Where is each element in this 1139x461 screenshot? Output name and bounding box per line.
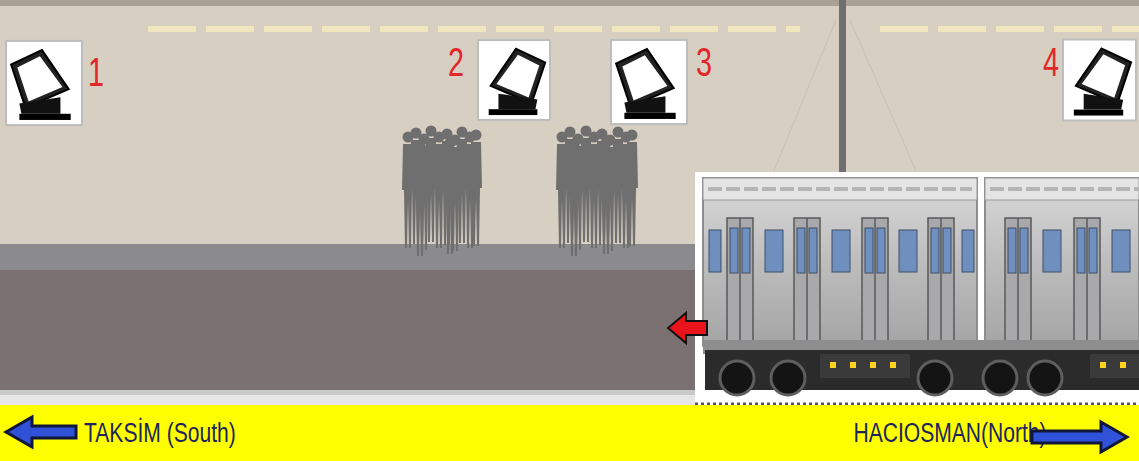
pillar-line bbox=[850, 20, 920, 180]
callout-number: 4 bbox=[1043, 40, 1059, 84]
camera-icon bbox=[478, 40, 550, 120]
direction-label: TAKSİM (South) bbox=[84, 418, 236, 448]
platform-pillar bbox=[839, 0, 846, 180]
passenger-crowd bbox=[556, 126, 638, 257]
camera-icon bbox=[611, 40, 687, 124]
ceiling-light bbox=[880, 26, 1139, 32]
passenger-crowd bbox=[402, 126, 482, 257]
metro-train bbox=[695, 172, 1139, 407]
callout-number: 3 bbox=[696, 40, 712, 84]
direction-arrow bbox=[668, 313, 707, 343]
direction-band: TAKSİM (South) HACIOSMAN(North) bbox=[0, 405, 1139, 461]
callout-number: 2 bbox=[448, 40, 464, 84]
camera-icon bbox=[6, 41, 82, 125]
direction-label: HACIOSMAN(North) bbox=[854, 418, 1047, 448]
ceiling-light bbox=[148, 26, 800, 32]
pillar-line bbox=[770, 20, 836, 180]
callout-number: 1 bbox=[88, 50, 104, 94]
ceiling-strip bbox=[0, 0, 1139, 6]
direction-arrow bbox=[1032, 422, 1127, 452]
direction-arrow bbox=[6, 417, 76, 447]
camera-icon bbox=[1063, 40, 1136, 121]
